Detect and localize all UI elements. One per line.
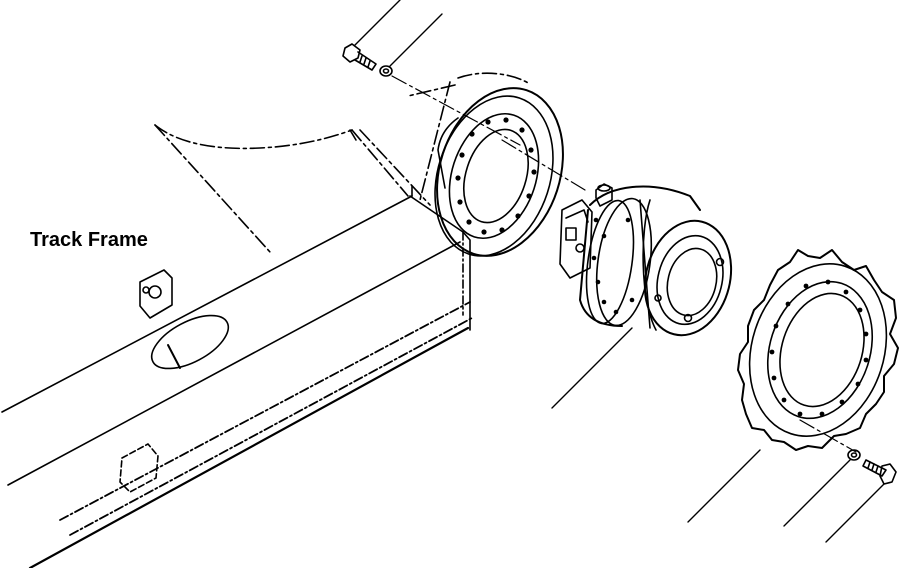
final-drive-motor	[552, 184, 743, 408]
top-washer	[380, 14, 442, 76]
track-frame	[2, 125, 472, 568]
top-bolt	[343, 0, 400, 70]
mount-flange	[408, 72, 584, 273]
sprocket	[688, 246, 901, 522]
sprocket-bolt	[826, 460, 896, 542]
track-frame-label: Track Frame	[30, 229, 148, 251]
sprocket-washer	[784, 450, 860, 526]
